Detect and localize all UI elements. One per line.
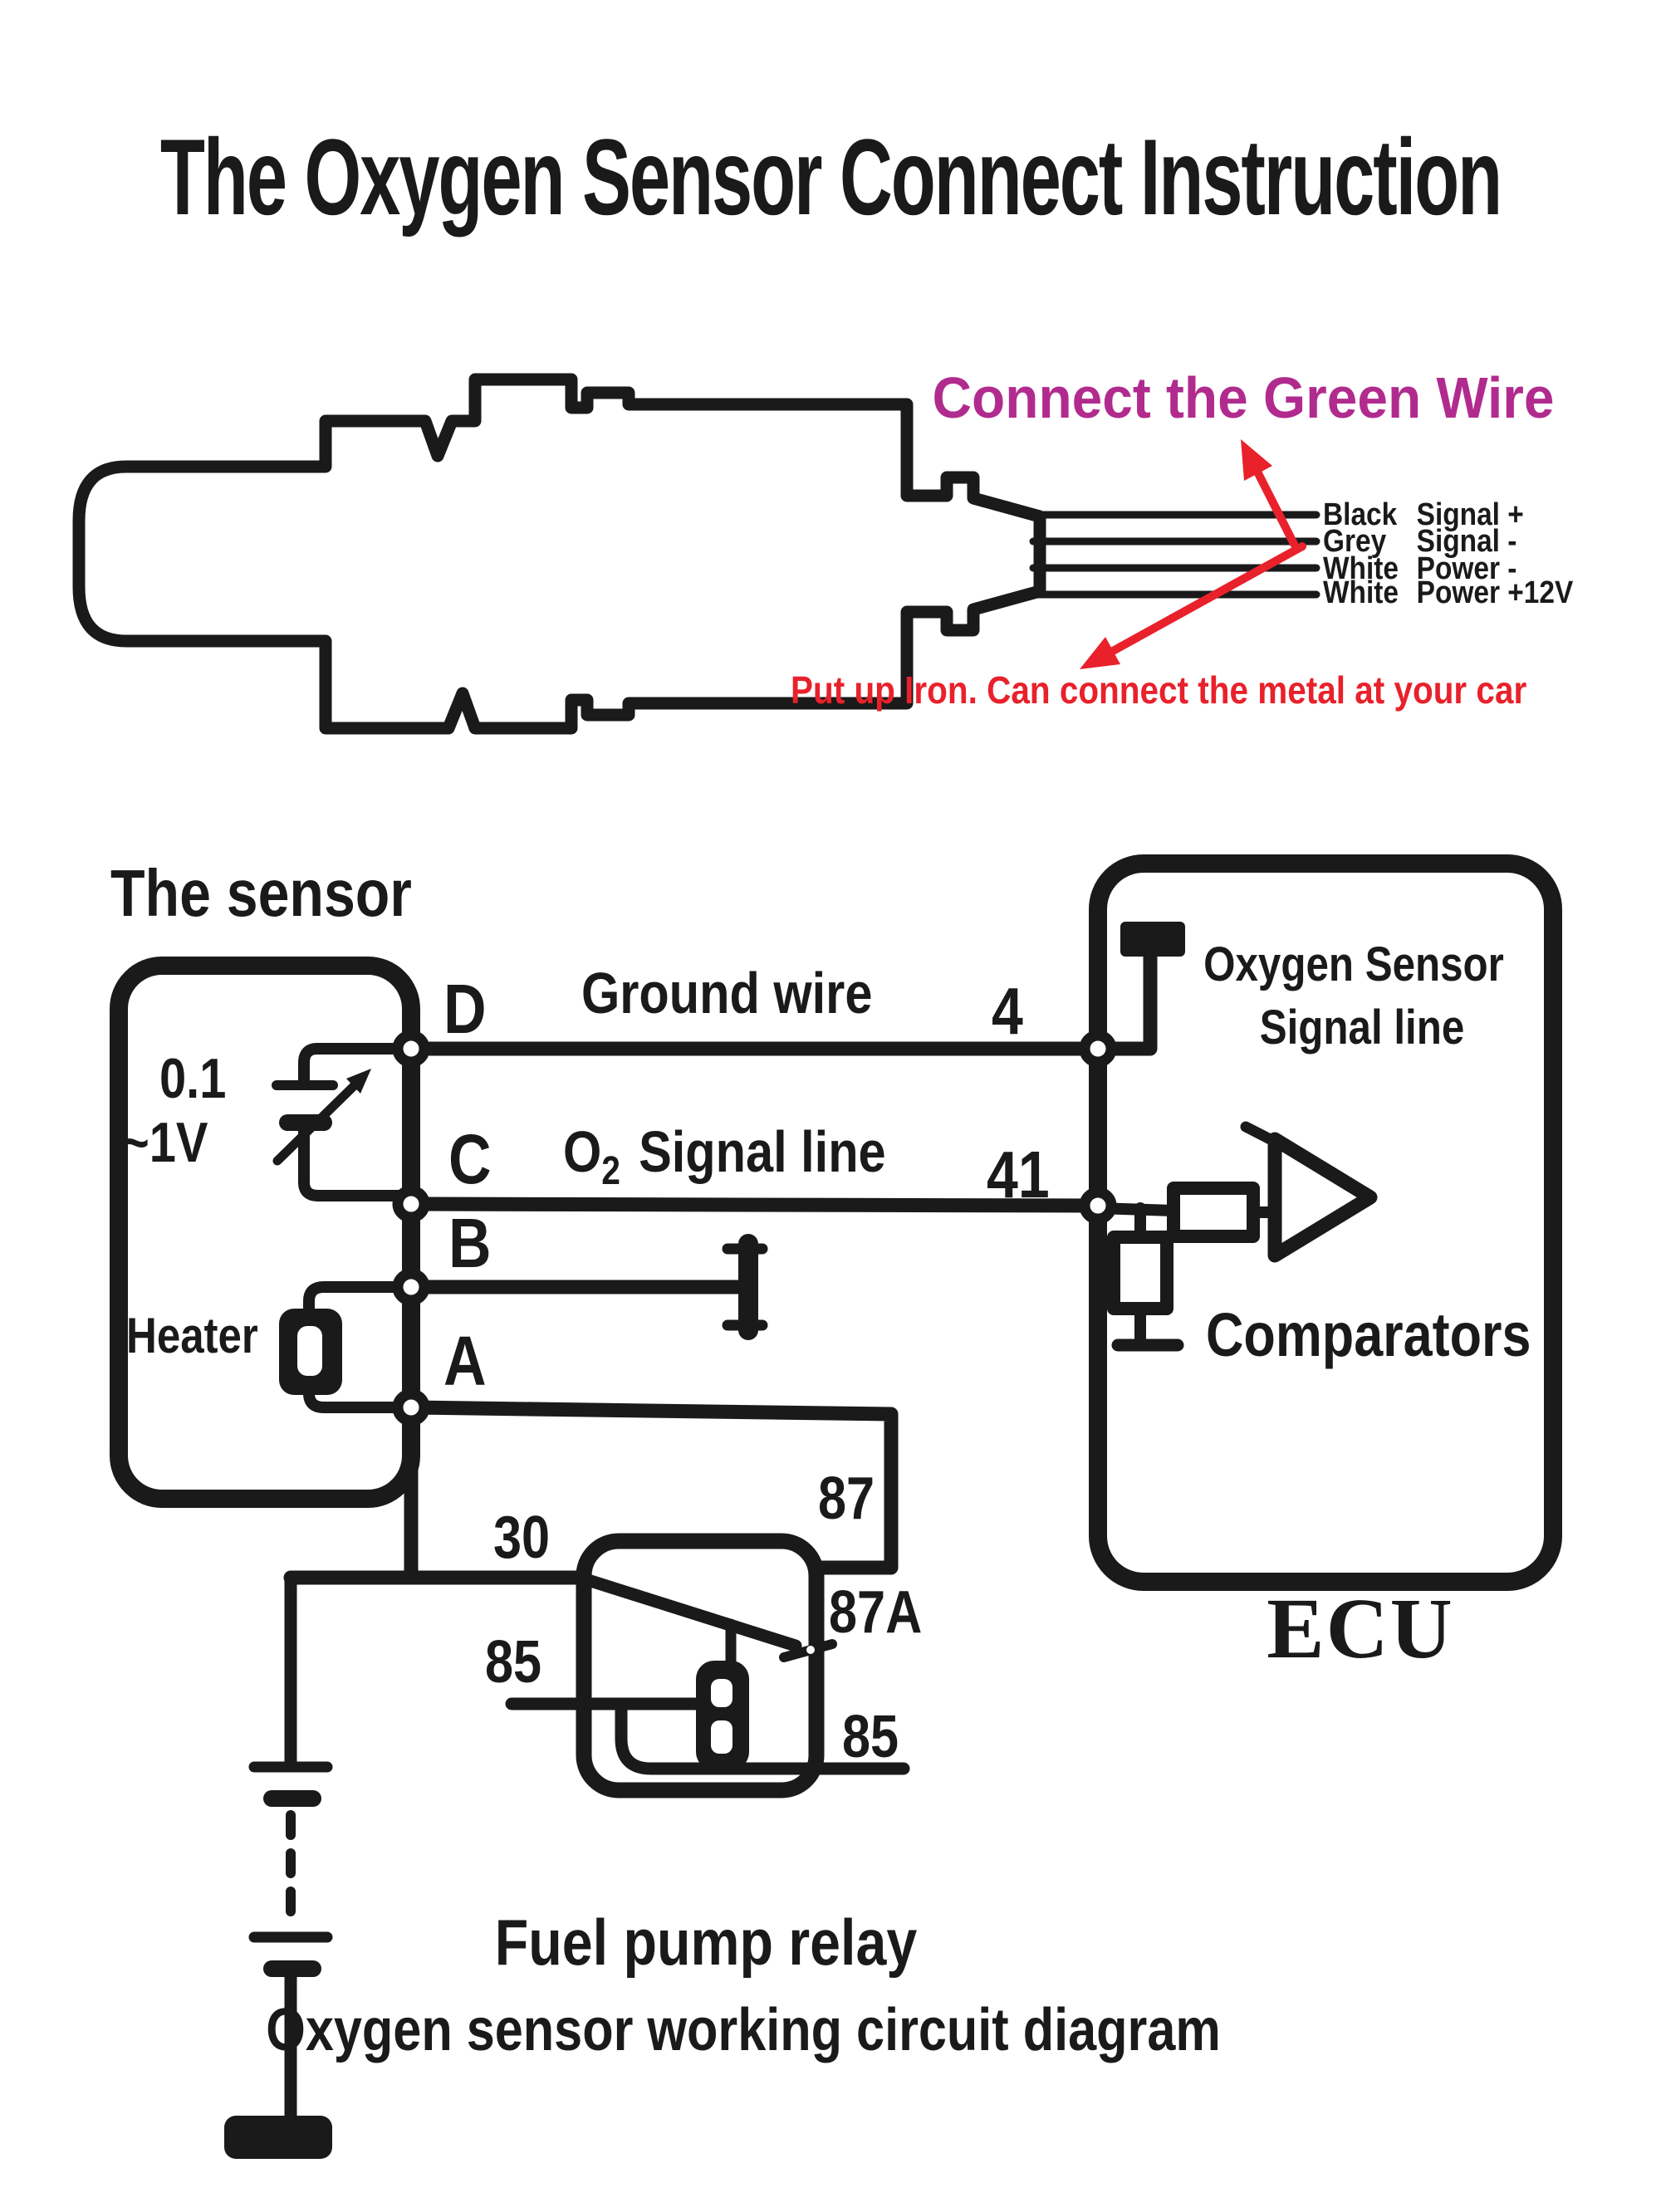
ecu-signal-label-line2: Signal line <box>1259 1001 1465 1055</box>
pulldown-resistor <box>1107 1231 1173 1315</box>
comparator-input-stub <box>1240 1121 1286 1150</box>
ecu-pin-4-label: 4 <box>992 974 1023 1048</box>
relay-contact-dot <box>806 1646 815 1654</box>
wire-label-row-grey: Grey Signal - <box>1323 524 1516 560</box>
relay-pin-85-right-label: 85 <box>842 1704 899 1770</box>
relay-coil-slot-top <box>711 1679 733 1707</box>
relay-box <box>576 1533 825 1798</box>
arrow-up-head <box>1241 439 1272 481</box>
wire-label-row-white-1: White Power - <box>1323 551 1516 587</box>
junction-terminals <box>392 1030 1117 1427</box>
ecu-pin-41-label: 41 <box>987 1138 1050 1211</box>
o2-signal-text: Signal line <box>639 1119 886 1184</box>
ecu-flag-terminal <box>1120 922 1185 957</box>
wire-label-row-white-2: White Power +12V <box>1323 575 1573 611</box>
wire-color-name: White <box>1323 575 1399 610</box>
caption-circuit-diagram: Oxygen sensor working circuit diagram <box>266 1997 1221 2063</box>
comparator-triangle <box>1267 1132 1378 1263</box>
o2-subscript: 2 <box>601 1149 620 1193</box>
relay-pin-30-label: 30 <box>493 1505 551 1571</box>
wire-function: Signal + <box>1416 497 1524 532</box>
page-title: The Oxygen Sensor Connect Instruction <box>159 116 1502 237</box>
wire-color-name: Black <box>1323 497 1398 532</box>
pin-41-junction <box>1079 1187 1117 1225</box>
wire-function: Power +12V <box>1416 575 1574 610</box>
wire-color-name: Grey <box>1323 524 1387 559</box>
cell-arrow-head <box>346 1069 371 1094</box>
chassis-ground-pad <box>224 2116 332 2159</box>
arrow-down-head <box>1080 637 1120 669</box>
comparators-label: Comparators <box>1206 1300 1531 1369</box>
wire-color-name: White <box>1323 551 1399 586</box>
o2-symbol: O <box>563 1119 602 1184</box>
heater-label: Heater <box>126 1308 258 1363</box>
series-resistor <box>1167 1182 1260 1243</box>
terminal-b-label: B <box>448 1204 492 1282</box>
ground-wire-line <box>404 946 1158 1056</box>
relay-pin-87a-label: 87A <box>829 1579 923 1646</box>
caption-fuel-pump-relay: Fuel pump relay <box>494 1906 918 1979</box>
wire-function: Power - <box>1416 551 1517 586</box>
voltage-range-line2: ~1V <box>121 1111 208 1174</box>
connect-green-wire-heading: Connect the Green Wire <box>932 365 1555 430</box>
terminal-a-junction <box>392 1388 430 1427</box>
terminal-c-junction <box>392 1185 430 1223</box>
relay-pin-85-left-label: 85 <box>485 1629 542 1696</box>
red-arrows <box>1080 439 1306 669</box>
relay-pin-87-label: 87 <box>818 1466 875 1532</box>
o2-signal-line <box>404 1197 1105 1213</box>
terminal-a-label: A <box>443 1322 487 1400</box>
terminal-c-label: C <box>448 1120 492 1198</box>
relay-85-right-wire <box>615 1697 910 1775</box>
sensor-section-title: The sensor <box>110 856 412 930</box>
relay-coil-slot-bottom <box>711 1720 733 1754</box>
wire-function: Signal - <box>1416 524 1517 559</box>
sensor-wires <box>1029 511 1320 599</box>
oxygen-sensor-outline-drawing <box>72 373 1046 735</box>
sensor-box <box>110 957 420 1508</box>
cell-arrow-shaft <box>272 1081 359 1166</box>
voltage-range-line1: 0.1 <box>159 1047 227 1110</box>
pin-4-junction <box>1079 1030 1117 1068</box>
ecu-signal-label-line1: Oxygen Sensor <box>1203 937 1504 991</box>
cell-loop-top <box>298 1043 406 1088</box>
ground-wire-label: Ground wire <box>581 961 873 1025</box>
wire-label-row-black: Black Signal + <box>1323 497 1524 533</box>
arrow-up-shaft <box>1254 469 1298 548</box>
relay-switch-arm <box>579 1573 802 1652</box>
terminal-d-label: D <box>443 970 487 1048</box>
arrow-down-shaft <box>1109 542 1306 655</box>
terminal-d-junction <box>392 1030 430 1068</box>
iron-ground-note: Put up Iron. Can connect the metal at yo… <box>791 668 1527 712</box>
terminal-b-junction <box>392 1268 430 1306</box>
cell-loop-bottom <box>298 1120 406 1201</box>
relay-coil <box>696 1661 749 1770</box>
ecu-name-label: ECU <box>1267 1581 1454 1676</box>
heater-element-slot <box>297 1326 322 1376</box>
